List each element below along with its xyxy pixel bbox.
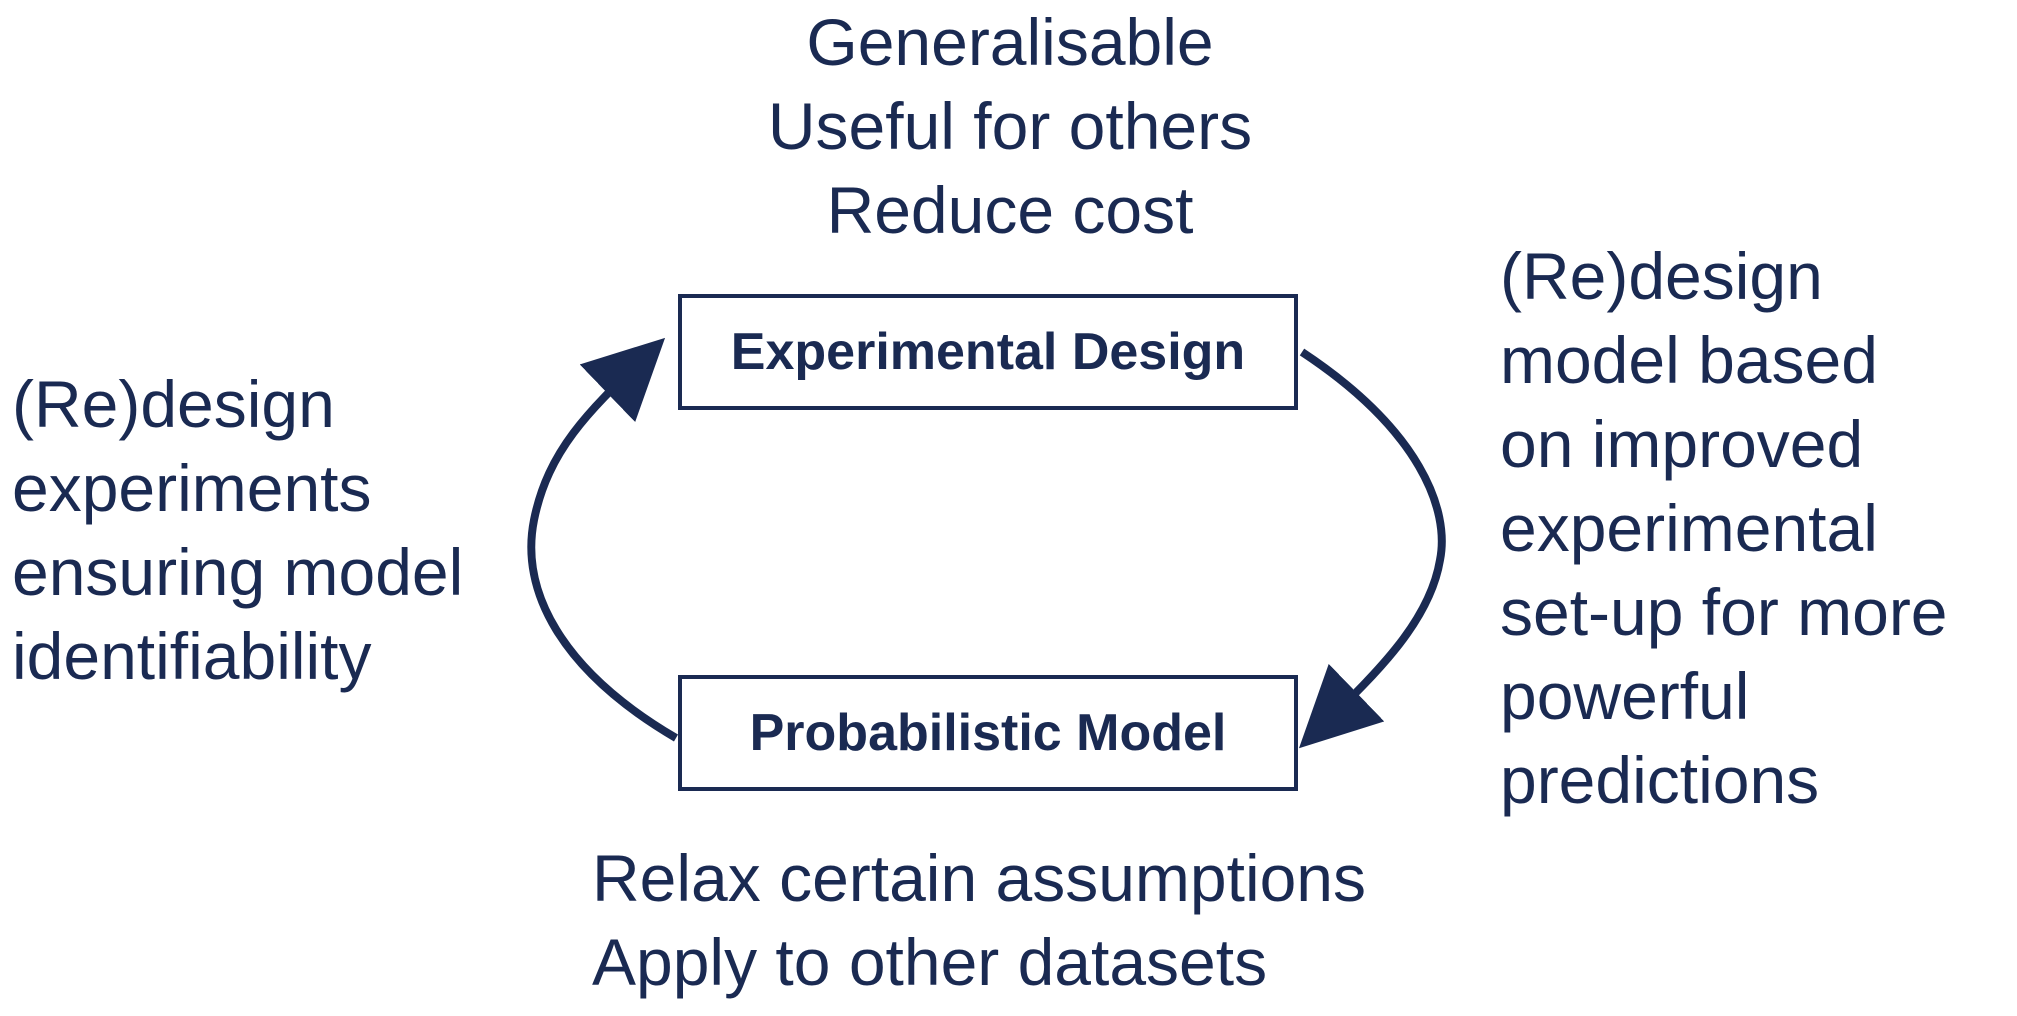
top-note-line: Useful for others <box>767 89 1253 163</box>
top-note-line: Generalisable <box>806 5 1214 79</box>
right-notes: (Re)design model based on improved exper… <box>1500 234 1948 822</box>
right-note-line: set-up for more <box>1500 575 1948 649</box>
arrow-design-to-model <box>1298 348 1446 749</box>
top-notes: Generalisable Useful for others Reduce c… <box>620 0 1400 252</box>
right-note-line: predictions <box>1500 743 1820 817</box>
left-notes: (Re)design experiments ensuring model id… <box>12 362 463 698</box>
node-probabilistic-model: Probabilistic Model <box>678 675 1298 791</box>
left-note-line: (Re)design <box>12 367 335 441</box>
right-note-line: on improved <box>1500 407 1864 481</box>
right-note-line: experimental <box>1500 491 1878 565</box>
arrow-model-to-design <box>527 337 679 742</box>
left-note-line: ensuring model <box>12 535 464 609</box>
right-note-line: model based <box>1500 323 1878 397</box>
left-note-line: identifiability <box>12 619 372 693</box>
node-label: Experimental Design <box>730 323 1246 381</box>
node-label: Probabilistic Model <box>749 704 1227 762</box>
right-note-line: (Re)design <box>1500 239 1823 313</box>
bottom-note-line: Relax certain assumptions <box>592 841 1367 915</box>
left-note-line: experiments <box>12 451 372 525</box>
bottom-notes: Relax certain assumptions Apply to other… <box>592 836 1366 1004</box>
bottom-note-line: Apply to other datasets <box>592 925 1268 999</box>
right-note-line: powerful <box>1500 659 1750 733</box>
top-note-line: Reduce cost <box>826 173 1194 247</box>
node-experimental-design: Experimental Design <box>678 294 1298 410</box>
